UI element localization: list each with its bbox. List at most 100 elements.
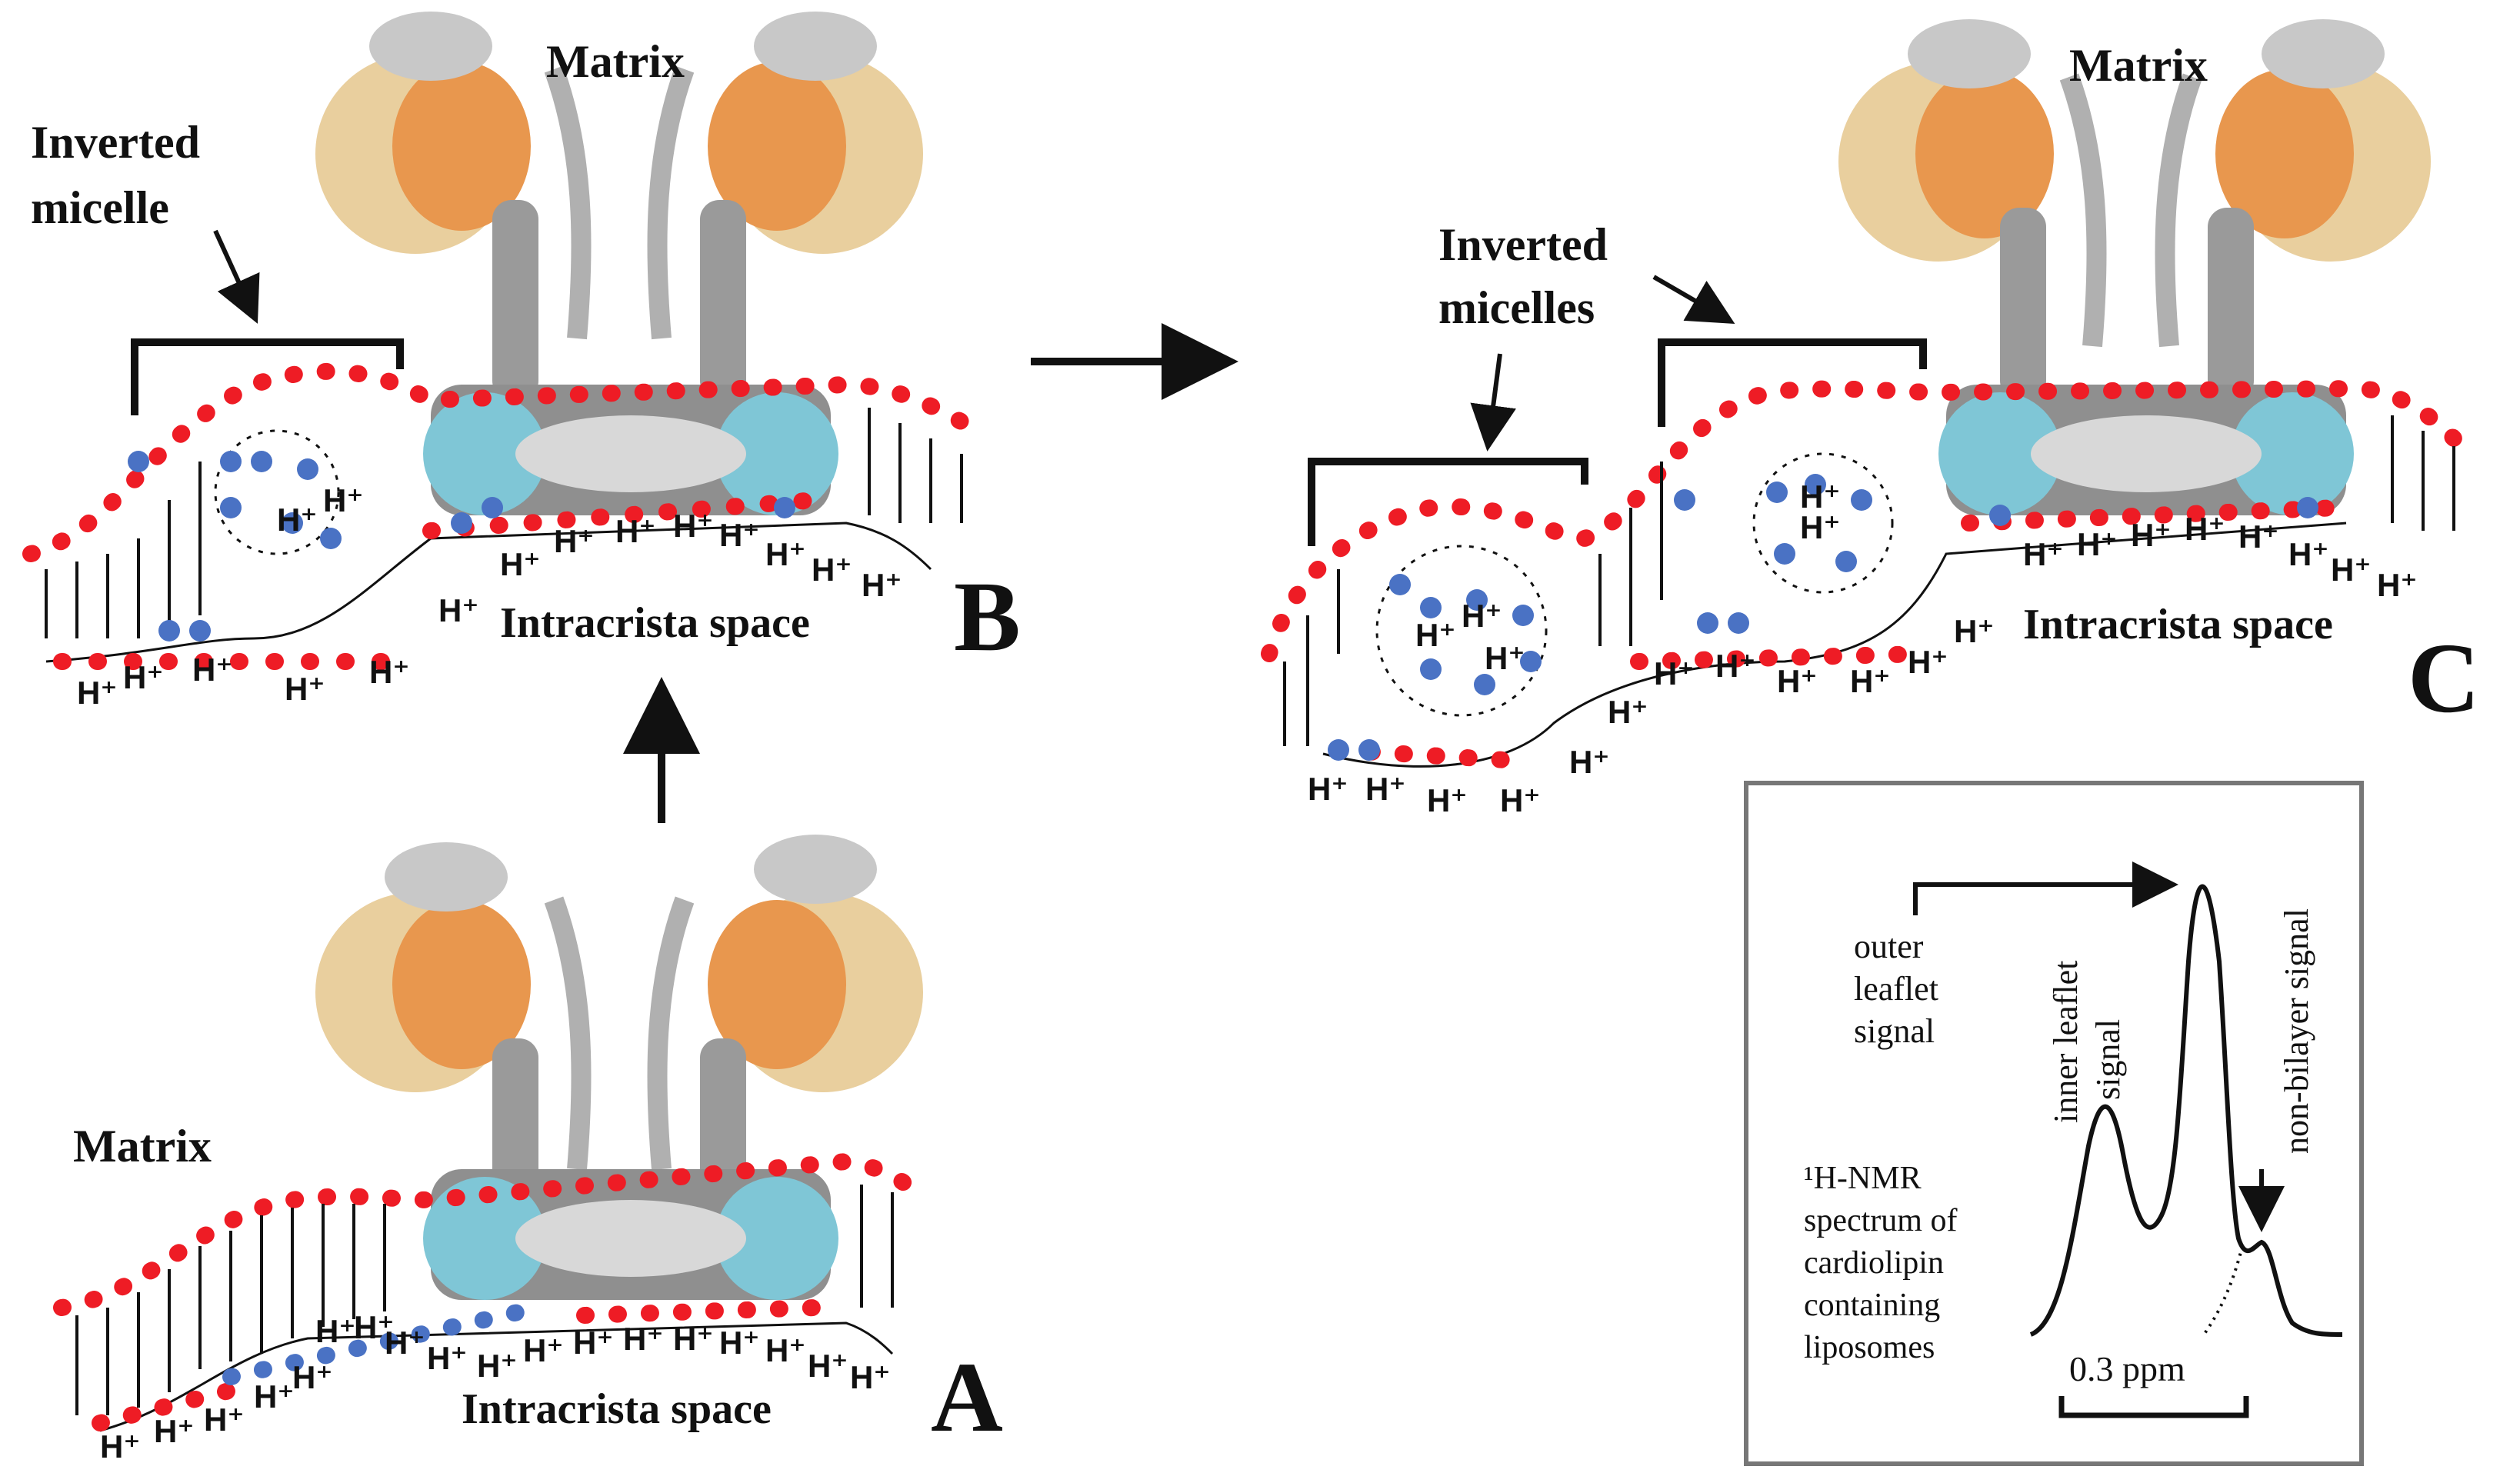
panel-a: Matrix Intracrista space A H⁺ H⁺ H⁺ H⁺ H… xyxy=(53,835,1003,1465)
proton: H⁺ xyxy=(1415,617,1456,653)
proton: H⁺ xyxy=(573,1325,614,1361)
proton: H⁺ xyxy=(2131,517,2172,553)
proton: H⁺ xyxy=(765,1332,806,1368)
micelle-label-b-line1: Inverted xyxy=(31,117,200,168)
proton: H⁺ xyxy=(862,567,902,603)
proton: H⁺ xyxy=(354,1309,395,1345)
panel-letter-c: C xyxy=(2408,623,2480,734)
proton: H⁺ xyxy=(123,659,164,695)
proton: H⁺ xyxy=(438,592,479,628)
protons-a: H⁺ H⁺ H⁺ H⁺ H⁺ H⁺ H⁺ H⁺ H⁺ H⁺ H⁺ H⁺ H⁺ H… xyxy=(100,1309,891,1465)
proton: H⁺ xyxy=(765,536,806,572)
matrix-label-c: Matrix xyxy=(2069,40,2208,91)
proton: H⁺ xyxy=(500,546,541,582)
proton: H⁺ xyxy=(554,523,595,559)
pointer-arrow-icon xyxy=(1652,275,1735,325)
proton: H⁺ xyxy=(369,654,410,690)
nmr-caption-line5: liposomes xyxy=(1804,1330,1935,1365)
panel-letter-b: B xyxy=(954,562,1021,672)
membrane-c xyxy=(1261,379,2462,770)
proton: H⁺ xyxy=(427,1340,468,1376)
proton: H⁺ xyxy=(1427,782,1468,818)
proton: H⁺ xyxy=(2238,518,2279,555)
matrix-label-b: Matrix xyxy=(546,36,685,87)
proton: H⁺ xyxy=(2377,567,2418,603)
proton: H⁺ xyxy=(1365,771,1406,807)
proton: H⁺ xyxy=(1308,771,1348,807)
intracrista-label-b: Intracrista space xyxy=(500,599,810,647)
nmr-caption-line3: cardiolipin xyxy=(1804,1245,1944,1281)
atp-synthase-c xyxy=(1838,19,2431,515)
inner-leaflet-line1: inner leaflet xyxy=(2047,961,2085,1123)
non-bilayer-label: non-bilayer signal xyxy=(2278,908,2315,1154)
proton: H⁺ xyxy=(1715,648,1756,684)
proton: H⁺ xyxy=(523,1332,564,1368)
atp-synthase-b xyxy=(315,12,923,515)
proton: H⁺ xyxy=(292,1359,333,1395)
inset-border xyxy=(1744,781,2364,1466)
proton: H⁺ xyxy=(1462,598,1502,634)
membrane-b xyxy=(22,362,985,670)
nmr-caption-line1: ¹H-NMR xyxy=(1804,1161,1922,1196)
proton: H⁺ xyxy=(285,671,325,707)
panel-b: Inverted micelle Matrix Intracrista spac… xyxy=(22,12,1021,711)
proton: H⁺ xyxy=(812,552,852,588)
proton: H⁺ xyxy=(808,1348,848,1384)
atp-synthase-a xyxy=(315,835,923,1300)
outer-leaflet-line2: leaflet xyxy=(1854,970,1938,1008)
scale-bar xyxy=(2058,1396,2249,1418)
proton: H⁺ xyxy=(1500,782,1541,818)
proton: H⁺ xyxy=(1800,509,1841,545)
micelle-bracket-c-left xyxy=(1308,458,1588,546)
panel-letter-a: A xyxy=(931,1342,1003,1453)
proton: H⁺ xyxy=(719,1325,760,1361)
proton: H⁺ xyxy=(254,1378,295,1415)
membrane-a xyxy=(53,1152,932,1432)
micelle-label-c-line2: micelles xyxy=(1438,282,1595,333)
proton: H⁺ xyxy=(1608,694,1648,730)
micelle-bracket-c-right xyxy=(1658,338,1927,427)
micelle-bracket-b xyxy=(131,338,404,415)
scale-label: 0.3 ppm xyxy=(2069,1349,2185,1388)
panel-c: Inverted micelles Matrix Intracrista spa… xyxy=(1261,19,2480,818)
micelle-label-b-line2: micelle xyxy=(31,182,169,233)
intracrista-label-a: Intracrista space xyxy=(462,1385,772,1433)
proton: H⁺ xyxy=(1569,744,1610,780)
proton: H⁺ xyxy=(850,1359,891,1395)
proton: H⁺ xyxy=(154,1413,195,1449)
pointer-arrow-icon xyxy=(1470,353,1516,452)
proton: H⁺ xyxy=(673,508,714,544)
proton: H⁺ xyxy=(315,1313,356,1349)
proton: H⁺ xyxy=(2023,536,2064,572)
nmr-dotted-baseline xyxy=(2202,1245,2244,1336)
nmr-caption-line2: spectrum of xyxy=(1804,1203,1957,1238)
inner-leaflet-line2: signal xyxy=(2089,1019,2127,1100)
proton: H⁺ xyxy=(385,1325,425,1361)
proton: H⁺ xyxy=(77,675,118,711)
proton: H⁺ xyxy=(2077,526,2118,562)
proton: H⁺ xyxy=(477,1348,518,1384)
proton: H⁺ xyxy=(719,517,760,553)
outer-leaflet-line3: signal xyxy=(1854,1012,1935,1050)
proton: H⁺ xyxy=(673,1321,714,1357)
proton: H⁺ xyxy=(1954,613,1995,649)
proton: H⁺ xyxy=(1800,478,1841,515)
pointer-arrow-icon xyxy=(213,229,260,324)
proton: H⁺ xyxy=(1908,644,1948,680)
micelle-label-c-line1: Inverted xyxy=(1438,219,1608,270)
pointer-arrow-icon xyxy=(1913,861,2178,915)
proton: H⁺ xyxy=(100,1428,141,1465)
outer-leaflet-line1: outer xyxy=(1854,928,1924,965)
proton: H⁺ xyxy=(192,652,233,688)
proton: H⁺ xyxy=(1485,640,1525,676)
proton: H⁺ xyxy=(1777,663,1818,699)
matrix-label-a: Matrix xyxy=(73,1121,212,1171)
intracrista-label-c: Intracrista space xyxy=(2023,601,2333,648)
protons-c: H⁺ H⁺ H⁺ H⁺ H⁺ H⁺ H⁺ H⁺ H⁺ H⁺ H⁺ H⁺ H⁺ H… xyxy=(1308,478,2418,818)
proton: H⁺ xyxy=(1654,655,1695,692)
proton: H⁺ xyxy=(2331,552,2372,588)
proton: H⁺ xyxy=(323,482,364,518)
proton: H⁺ xyxy=(2185,511,2225,547)
proton: H⁺ xyxy=(204,1401,245,1438)
